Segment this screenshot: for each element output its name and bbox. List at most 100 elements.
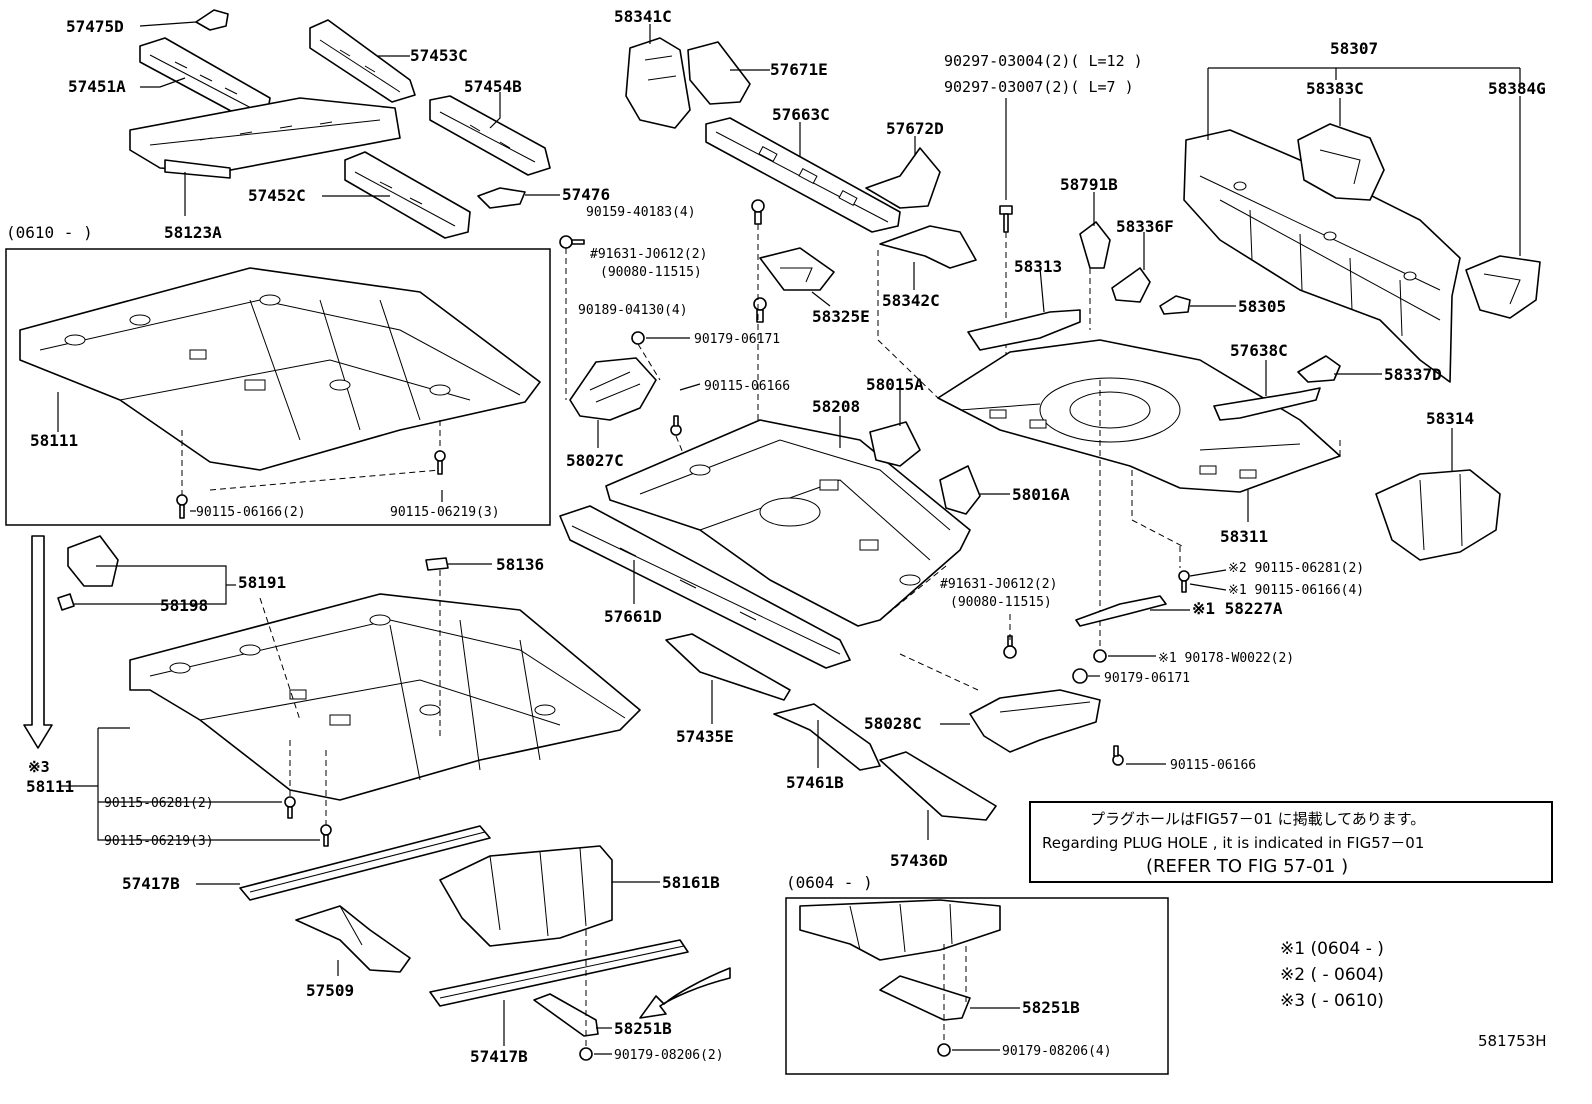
label-91631-J0612-a: #91631-J0612(2) [590, 247, 707, 262]
note-line-2: Regarding PLUG HOLE , it is indicated in… [1042, 834, 1424, 852]
label-58342C: 58342C [882, 291, 940, 310]
label-57663C: 57663C [772, 105, 830, 124]
part-58161B [439, 845, 613, 947]
nut-90179-08206-inset [937, 1043, 951, 1057]
bolt-90297 [999, 98, 1013, 233]
label-58337D: 58337D [1384, 365, 1442, 384]
label-90115-06281-r: ※2 90115-06281(2) [1228, 561, 1364, 576]
bolt-90115-06166-a [670, 415, 682, 436]
legend-mark2: ※2 ( - 0604) [1280, 965, 1384, 985]
label-90080-11515-a: (90080-11515) [600, 265, 702, 280]
label-90159-40183-4: 90159-40183(4) [586, 205, 696, 220]
part-57436D [879, 751, 997, 821]
down-arrow-icon [23, 535, 53, 749]
label-90115-06281-2: 90115-06281(2) [104, 796, 214, 811]
label-58384G: 58384G [1488, 79, 1546, 98]
part-58336F [1111, 267, 1151, 303]
label-58161B: 58161B [662, 873, 720, 892]
label-57509: 57509 [306, 981, 354, 1000]
part-57663C [705, 117, 901, 233]
nut-90179-08206-main [579, 1047, 593, 1061]
nut-90179-06171-b [1072, 668, 1088, 684]
label-58015A: 58015A [866, 375, 924, 394]
inset-0604-box [785, 897, 1169, 1075]
label-90189-04130-4: 90189-04130(4) [578, 303, 688, 318]
part-58341C [625, 37, 691, 129]
label-57672D: 57672D [886, 119, 944, 138]
part-57638C [1213, 387, 1321, 421]
part-58136 [425, 557, 449, 571]
label-58227A: ※1 58227A [1192, 599, 1283, 618]
label-58027C: 58027C [566, 451, 624, 470]
part-58208 [605, 419, 971, 627]
part-58027C [569, 357, 657, 421]
part-57661D [559, 505, 851, 669]
inset-0604-range: (0604 - ) [786, 873, 873, 892]
label-90179-08206-2: 90179-08206(2) [614, 1048, 724, 1063]
note-box [1029, 801, 1553, 883]
label-58341C: 58341C [614, 7, 672, 26]
label-58314: 58314 [1426, 409, 1474, 428]
part-57451A [139, 37, 271, 119]
label-58028C: 58028C [864, 714, 922, 733]
bolt-90115-06166-b [1112, 745, 1124, 766]
part-58305 [1159, 295, 1191, 315]
bolt-90189-04130 [753, 297, 767, 323]
label-90178-W0022: ※1 90178-W0022(2) [1158, 651, 1294, 666]
bolt-90115-06166-inset [176, 494, 188, 519]
part-58314 [1375, 469, 1501, 561]
part-57475D [195, 9, 229, 31]
part-57671E [687, 41, 751, 105]
label-58251B-inset: 58251B [1022, 998, 1080, 1017]
part-58227A [1075, 595, 1167, 627]
nut-90178-W0022 [1093, 649, 1107, 663]
part-57453C [309, 19, 416, 103]
label-58313: 58313 [1014, 257, 1062, 276]
note-line-1: プラグホールはFIG57－01 に掲載してあります。 [1090, 810, 1425, 828]
label-58305: 58305 [1238, 297, 1286, 316]
label-58251B-main: 58251B [614, 1019, 672, 1038]
part-58337D [1297, 355, 1341, 383]
part-58342C [879, 225, 977, 269]
part-58028C [969, 689, 1101, 753]
label-90115-06166-r: ※1 90115-06166(4) [1228, 583, 1364, 598]
part-58791B [1079, 221, 1111, 269]
part-57452C [344, 151, 471, 239]
part-57435E [665, 633, 791, 701]
label-58336F: 58336F [1116, 217, 1174, 236]
label-57454B: 57454B [464, 77, 522, 96]
part-inset-0604-floor [799, 899, 1001, 961]
label-58191: 58191 [238, 573, 286, 592]
bolt-90115-06219 [320, 824, 332, 847]
label-57436D: 57436D [890, 851, 948, 870]
label-57671E: 57671E [770, 60, 828, 79]
part-58123A [129, 97, 401, 179]
part-57454B [429, 95, 551, 176]
figure-id: 581753H [1478, 1032, 1547, 1050]
part-58384G [1465, 255, 1541, 319]
label-91631-J0612-b: #91631-J0612(2) [940, 577, 1057, 592]
label-90115-06166-a: 90115-06166 [704, 379, 790, 394]
label-58111-inset: 58111 [30, 431, 78, 450]
label-58791B: 58791B [1060, 175, 1118, 194]
part-57476 [477, 187, 526, 209]
label-90297-03007: 90297-03007(2)( L=7 ) [944, 78, 1134, 96]
part-58313 [967, 309, 1081, 351]
label-90297-03004: 90297-03004(2)( L=12 ) [944, 52, 1143, 70]
label-57453C: 57453C [410, 46, 468, 65]
label-mark3: ※3 [28, 758, 50, 776]
label-58307: 58307 [1330, 39, 1378, 58]
label-90115-06166-b: 90115-06166 [1170, 758, 1256, 773]
label-58136: 58136 [496, 555, 544, 574]
label-90115-06219-3-inset: 90115-06219(3) [390, 505, 500, 520]
curved-arrow-icon [639, 967, 731, 1019]
label-58311: 58311 [1220, 527, 1268, 546]
label-57476: 57476 [562, 185, 610, 204]
part-58111-inset [19, 267, 541, 471]
label-58198: 58198 [160, 596, 208, 615]
bolt-90115-06219-inset [434, 450, 446, 475]
label-58383C: 58383C [1306, 79, 1364, 98]
part-58016A [939, 465, 981, 515]
label-57661D: 57661D [604, 607, 662, 626]
